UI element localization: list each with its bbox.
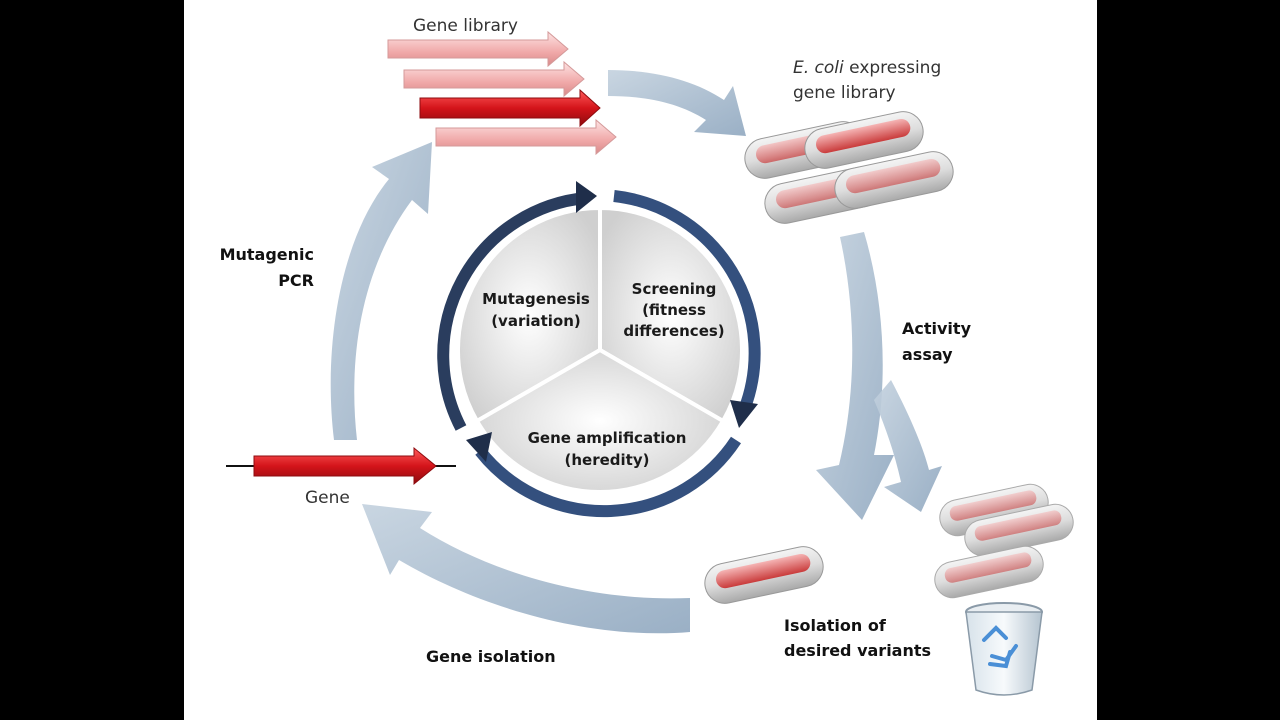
ring-arrowhead-screening bbox=[730, 400, 758, 428]
gene-library-label: Gene library bbox=[413, 16, 518, 36]
library-arrow-3 bbox=[419, 88, 601, 128]
ring-arrowhead-amplification bbox=[466, 432, 492, 462]
ecoli-italic: E. coli bbox=[793, 58, 844, 78]
sector-screening bbox=[598, 205, 744, 424]
outer-arrow-mutagenic-pcr bbox=[330, 142, 432, 440]
ecoli-label-line2: gene library bbox=[793, 83, 896, 103]
amplification-sublabel: (heredity) bbox=[565, 451, 650, 469]
capsule-7 bbox=[934, 545, 1044, 599]
library-arrow-1 bbox=[387, 30, 569, 68]
gene-arrow bbox=[253, 446, 437, 486]
screening-sublabel-2: differences) bbox=[623, 322, 724, 340]
mutagenesis-sublabel: (variation) bbox=[491, 312, 581, 330]
mutagenesis-label: Mutagenesis bbox=[482, 290, 590, 308]
sector-mutagenesis bbox=[456, 205, 602, 424]
activity-assay-label-2: assay bbox=[902, 345, 953, 364]
selected-capsule bbox=[704, 546, 824, 604]
sector-amplification bbox=[474, 347, 726, 495]
outer-arrow-activity-assay bbox=[816, 232, 894, 520]
screening-label: Screening bbox=[632, 280, 717, 298]
gene-label: Gene bbox=[305, 488, 350, 508]
gene-library-arrows bbox=[387, 30, 617, 156]
screening-sublabel-1: (fitness bbox=[642, 301, 706, 319]
capsule-2 bbox=[804, 111, 924, 169]
directed-evolution-diagram: Mutagenesis (variation) Screening (fitne… bbox=[220, 16, 1074, 696]
recycle-bin-icon bbox=[965, 602, 1043, 696]
library-arrow-4 bbox=[435, 118, 617, 156]
outer-arrow-activity-branch bbox=[874, 380, 942, 512]
ecoli-expressing: expressing bbox=[844, 58, 942, 78]
library-arrow-2 bbox=[403, 60, 585, 98]
outer-arrow-top bbox=[608, 70, 746, 136]
outer-arrow-gene-isolation bbox=[362, 504, 690, 634]
ring-arrow-screening bbox=[613, 190, 761, 413]
ecoli-library-capsules bbox=[744, 111, 954, 224]
mutagenic-pcr-label: Mutagenic bbox=[220, 245, 314, 264]
recycle-symbol bbox=[982, 625, 1018, 669]
isolation-label-2: desired variants bbox=[784, 641, 931, 660]
discarded-capsules bbox=[934, 483, 1074, 599]
amplification-label: Gene amplification bbox=[528, 429, 687, 447]
activity-assay-label: Activity bbox=[902, 319, 972, 338]
gene-isolation-label: Gene isolation bbox=[426, 647, 556, 666]
mutagenic-pcr-label-2: PCR bbox=[278, 271, 314, 290]
center-cycle: Mutagenesis (variation) Screening (fitne… bbox=[437, 181, 761, 518]
ecoli-label: E. coli expressing bbox=[793, 58, 941, 78]
capsule-4 bbox=[834, 151, 954, 209]
ring-arrow-amplification bbox=[475, 436, 742, 518]
ring-arrowhead-mutagenesis bbox=[576, 181, 597, 213]
diagram-frame: Mutagenesis (variation) Screening (fitne… bbox=[184, 0, 1097, 720]
isolation-label: Isolation of bbox=[784, 616, 887, 635]
ring-arrow-mutagenesis bbox=[437, 192, 586, 431]
